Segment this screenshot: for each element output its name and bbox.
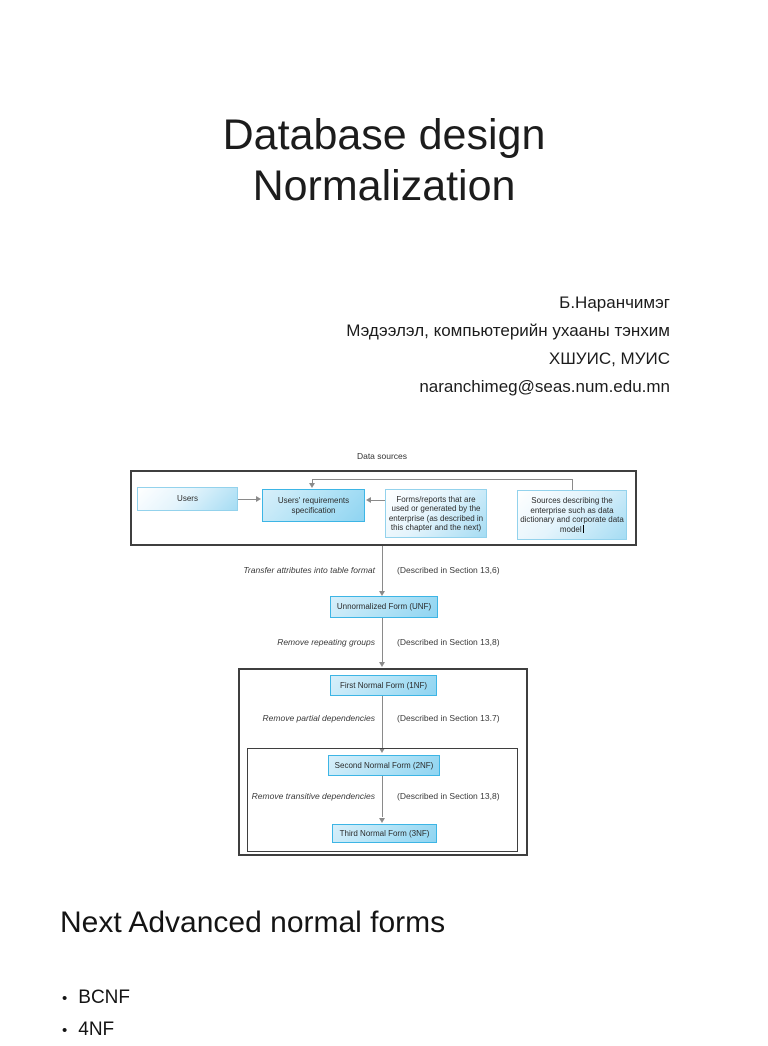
text-caret	[582, 525, 585, 534]
second-nf-container	[247, 748, 518, 852]
users-to-req-line	[238, 499, 256, 500]
step-section-4: (Described in Section 13,8)	[397, 791, 500, 801]
bullet-text-bcnf: BCNF	[78, 987, 130, 1008]
sources-to-req-hline	[312, 479, 572, 480]
data-sources-container	[130, 470, 637, 546]
arrow-left-icon	[366, 497, 371, 503]
arrow-down-icon	[379, 818, 385, 823]
sources-to-req-vline-left	[312, 479, 313, 484]
title-line-1: Database design	[222, 111, 546, 159]
flow-line-2	[382, 618, 383, 663]
step-action-4: Remove transitive dependencies	[251, 791, 375, 801]
arrow-right-icon	[256, 496, 261, 502]
list-item: • 4NF	[62, 1014, 130, 1046]
arrow-down-icon	[309, 483, 315, 488]
users-box: Users	[137, 487, 238, 511]
bullet-list: • BCNF • 4NF	[62, 982, 130, 1046]
flow-line-1	[382, 546, 383, 592]
step-section-3: (Described in Section 13.7)	[397, 713, 500, 723]
forms-reports-box: Forms/reports that are used or generated…	[385, 489, 487, 538]
arrow-down-icon	[379, 748, 385, 753]
arrow-down-icon	[379, 662, 385, 667]
first-nf-container	[238, 668, 528, 856]
step-section-1: (Described in Section 13,6)	[397, 565, 500, 575]
section-heading: Next Advanced normal forms	[60, 906, 446, 939]
list-item: • BCNF	[62, 982, 130, 1014]
bullet-icon: •	[62, 990, 68, 1007]
flow-line-4	[382, 776, 383, 817]
second-nf-box: Second Normal Form (2NF)	[328, 755, 440, 776]
arrow-down-icon	[379, 591, 385, 596]
sources-describing-text: Sources describing the enterprise such a…	[520, 496, 624, 534]
author-department: Мэдээлэл, компьютерийн ухааны тэнхим	[346, 321, 670, 340]
flow-line-3	[382, 696, 383, 749]
title-line-2: Normalization	[252, 162, 516, 210]
page-title: Database design Normalization	[0, 110, 768, 212]
author-block: Б.Наранчимэг Мэдээлэл, компьютерийн ухаа…	[346, 289, 670, 401]
step-section-2: (Described in Section 13,8)	[397, 637, 500, 647]
step-action-3: Remove partial dependencies	[262, 713, 375, 723]
sources-describing-box: Sources describing the enterprise such a…	[517, 490, 627, 540]
unf-box: Unnormalized Form (UNF)	[330, 596, 438, 618]
step-action-2: Remove repeating groups	[277, 637, 375, 647]
third-nf-box: Third Normal Form (3NF)	[332, 824, 437, 843]
sources-to-req-vline-right	[572, 479, 573, 490]
bullet-icon: •	[62, 1022, 68, 1039]
first-nf-box: First Normal Form (1NF)	[330, 675, 437, 696]
users-requirements-box: Users' requirements specification	[262, 489, 365, 522]
bullet-text-4nf: 4NF	[78, 1019, 115, 1040]
author-university: ХШУИС, МУИС	[548, 349, 670, 368]
data-sources-label: Data sources	[356, 451, 408, 461]
forms-to-req-line	[370, 500, 385, 501]
step-action-1: Transfer attributes into table format	[243, 565, 375, 575]
author-email: naranchimeg@seas.num.edu.mn	[419, 377, 670, 396]
author-name: Б.Наранчимэг	[559, 293, 670, 312]
normalization-diagram: Data sources Users Users' requirements s…	[128, 450, 653, 862]
